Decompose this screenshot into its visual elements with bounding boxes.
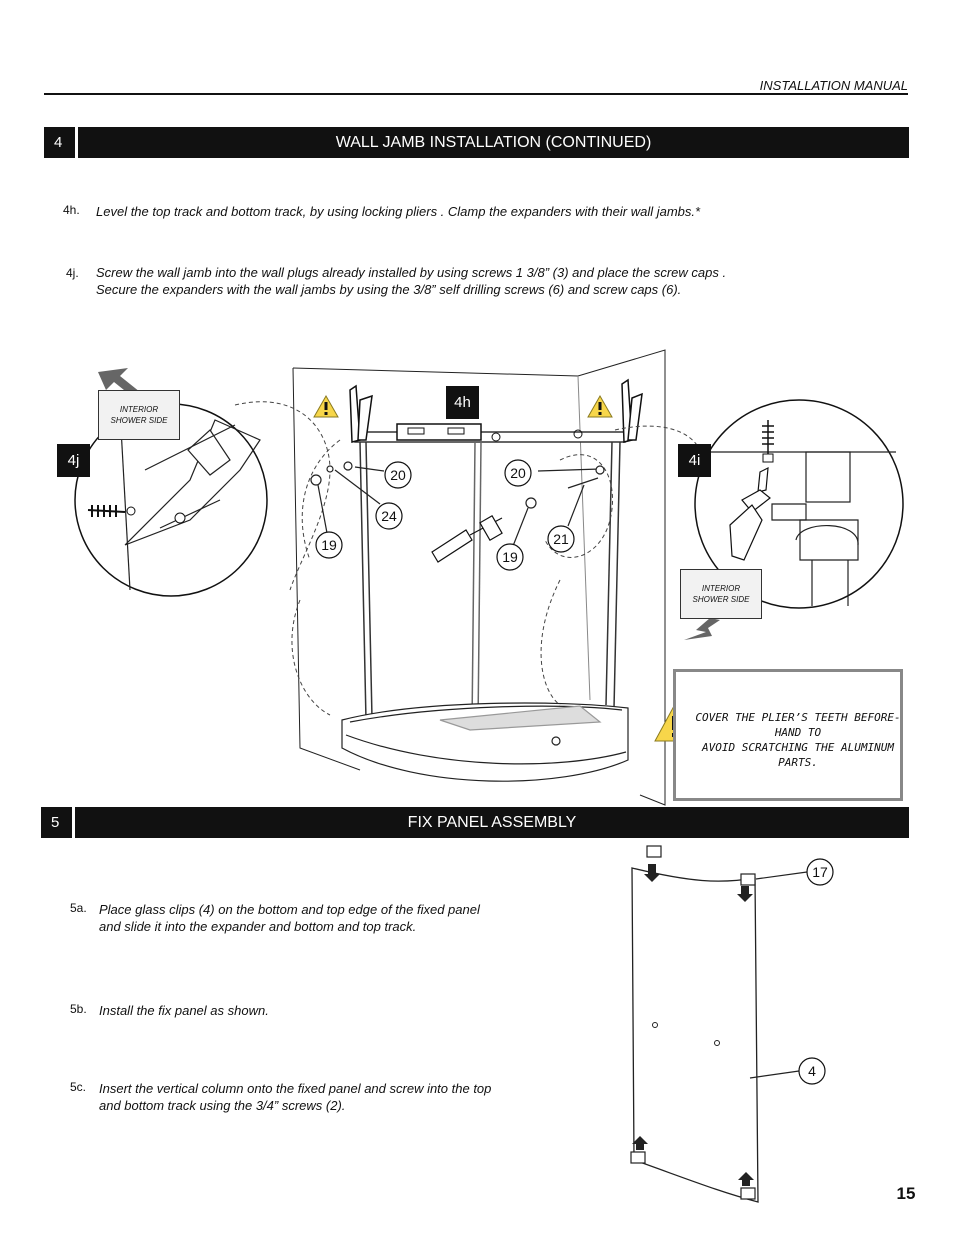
step-5a-text-line2: and slide it into the expander and botto… (99, 919, 417, 934)
part-label-4: 4 (808, 1063, 816, 1079)
part-label-20-a: 20 (390, 467, 406, 483)
step-5b-id: 5b. (70, 1002, 87, 1016)
callout-tag-4j: 4j (57, 444, 90, 477)
step-5c-text-line2: and bottom track using the 3/4” screws (… (99, 1098, 346, 1113)
header-rule (44, 93, 908, 95)
part-label-19-b: 19 (502, 549, 518, 565)
caution-note-text: COVER THE PLIER’S TEETH BEFORE- HAND TO … (693, 710, 903, 770)
step-4j-text-line2: Secure the expanders with the wall jambs… (96, 282, 682, 297)
section-5-number: 5 (41, 807, 72, 838)
step-5c-text-line1: Insert the vertical column onto the fixe… (99, 1081, 492, 1096)
callout-tag-4i: 4i (678, 444, 711, 477)
caution-note-line4: PARTS. (778, 756, 818, 769)
shower-assembly-illustration: 20 20 24 19 19 21 (74, 349, 904, 806)
step-5c-id: 5c. (70, 1080, 87, 1094)
interior-label-line2: SHOWER SIDE (692, 595, 750, 604)
part-label-20-b: 20 (510, 465, 526, 481)
step-4h-text: Level the top track and bottom track, by… (96, 204, 701, 219)
fixed-panel-illustration: 17 4 (630, 845, 834, 1203)
callout-tag-4h: 4h (446, 386, 479, 419)
section-4-number: 4 (44, 127, 75, 158)
caution-note-line1: COVER THE PLIER’S TEETH BEFORE- (695, 711, 901, 724)
caution-note-line2: HAND TO (774, 726, 822, 739)
section-4-title: WALL JAMB INSTALLATION (CONTINUED) (78, 127, 909, 158)
step-4j-id: 4j. (66, 266, 79, 280)
step-4j-text-line1: Screw the wall jamb into the wall plugs … (96, 265, 727, 280)
interior-label-line1: INTERIOR (119, 405, 159, 414)
manual-title: INSTALLATION MANUAL (759, 78, 908, 93)
part-label-24: 24 (381, 508, 397, 524)
interior-side-label-right: INTERIOR SHOWER SIDE (680, 569, 762, 619)
section-5-title: FIX PANEL ASSEMBLY (75, 807, 909, 838)
page-number: 15 (896, 1184, 916, 1203)
step-5b-text-line1: Install the fix panel as shown. (99, 1003, 269, 1018)
step-5a-id: 5a. (70, 901, 87, 915)
step-5a-text-line1: Place glass clips (4) on the bottom and … (99, 902, 480, 917)
part-label-17: 17 (812, 864, 828, 880)
caution-note-line3: AVOID SCRATCHING THE ALUMINUM (701, 741, 895, 754)
step-4h-id: 4h. (63, 203, 80, 217)
interior-label-line2: SHOWER SIDE (110, 416, 168, 425)
interior-side-label-left: INTERIOR SHOWER SIDE (98, 390, 180, 440)
interior-label-line1: INTERIOR (701, 584, 741, 593)
part-label-21: 21 (553, 531, 569, 547)
part-label-19-a: 19 (321, 537, 337, 553)
caution-note-box (673, 669, 903, 801)
